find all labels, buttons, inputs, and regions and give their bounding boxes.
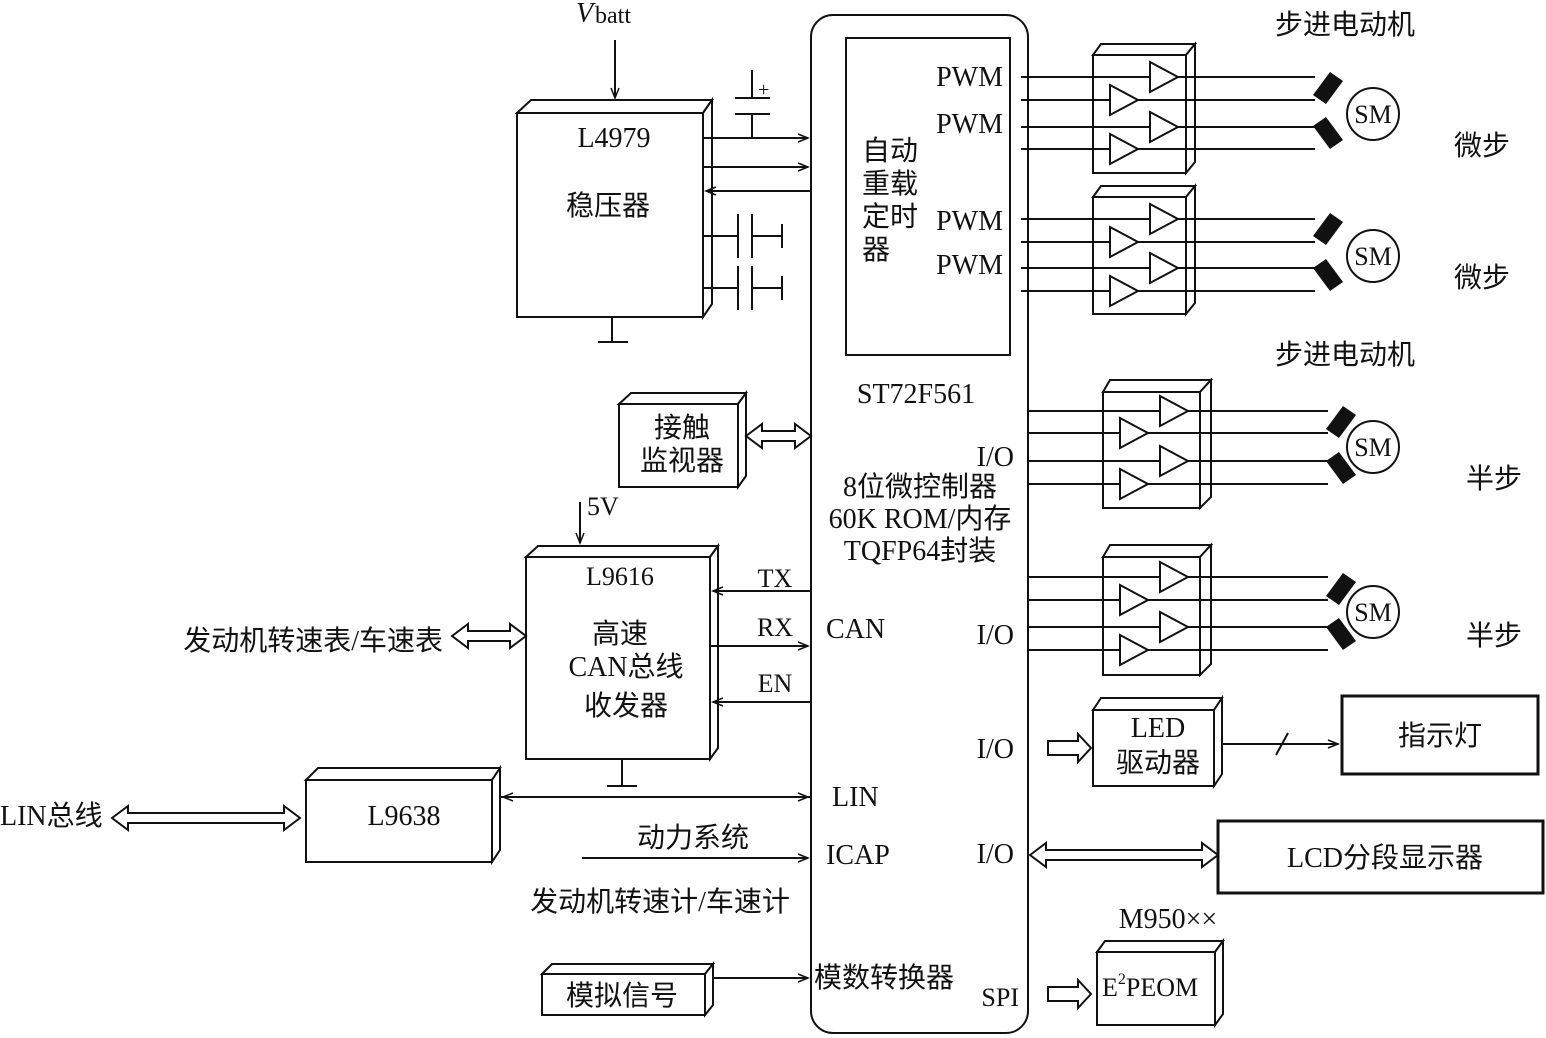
lin-label: LIN [832,782,879,813]
indicator-label: 指示灯 [1398,720,1482,752]
pwm-label-2: PWM [936,109,1003,140]
can-label: CAN [826,614,885,645]
en-label: EN [758,669,793,698]
cap-plus-sign: + [758,79,769,101]
lin-chip-label: L9638 [367,801,440,832]
stepper-motor-2 [1346,229,1400,283]
can-transceiver-line-3: 收发器 [584,690,668,722]
timer-label-1: 自动 [862,135,918,167]
motor-label-2: SM [1354,242,1392,271]
driver-box-2 [1091,183,1198,317]
contact-monitor-line-2: 监视器 [640,445,724,477]
mcu-desc-3: TQFP64封装 [844,535,996,567]
indicator-block [1340,694,1540,776]
led-hollow-arrow [1047,731,1093,765]
led-driver-line-1: LED [1131,713,1185,744]
led-driver-block [1091,694,1224,790]
io-label-2: I/O [977,620,1014,651]
tacho-can-bus-arrow [450,622,528,650]
can-transceiver-line-1: 高速 [592,618,648,650]
led-driver-line-2: 驱动器 [1116,748,1200,779]
adc-label: 模数转换器 [814,962,954,994]
pwm-label-4: PWM [936,250,1003,281]
can-transceiver-line-2: CAN总线 [568,651,683,683]
can-transceiver-part: L9616 [586,562,654,591]
spi-label: SPI [981,983,1019,1012]
mode-label-2: 微步 [1454,262,1510,294]
io-label-1: I/O [977,442,1014,473]
stepper-title-2: 步进电动机 [1275,339,1415,371]
lin-bus-label: LIN总线 [0,800,103,832]
lcd-block [1216,819,1545,895]
vbatt-label: V [576,0,596,29]
spi-hollow-arrow [1047,977,1093,1011]
lin-bus-arrow [110,804,302,832]
mcu-desc-1: 8位微控制器 [843,471,997,503]
motor-label-1: SM [1354,100,1392,129]
stepper-motor-1 [1346,87,1400,141]
io-label-4: I/O [977,839,1014,870]
regulator-name: 稳压器 [566,190,650,222]
contact-monitor-block [616,389,748,491]
analog-block [539,961,716,1018]
stepper-motor-3 [1346,420,1400,474]
motor-label-4: SM [1354,598,1392,627]
regulator-block [514,96,714,321]
rx-label: RX [757,613,793,642]
mcu-part: ST72F561 [857,379,975,410]
pwm-label-3: PWM [936,206,1003,237]
regulator-part: L4979 [577,123,650,154]
io-label-3: I/O [977,734,1014,765]
mode-label-4: 半步 [1466,620,1522,652]
eeprom-part: M950×× [1119,904,1217,935]
timer-label-2: 重载 [862,168,918,200]
eeprom-block [1095,937,1225,1029]
stepper-motor-4 [1346,585,1400,639]
tx-label: TX [758,564,793,593]
lcd-bus-arrow [1028,841,1220,869]
analog-label: 模拟信号 [566,980,678,1012]
tacho-can-label: 发动机转速表/车速表 [183,625,443,657]
contact-monitor-line-1: 接触 [654,412,710,444]
stepper-title-1: 步进电动机 [1275,9,1415,41]
timer-label-3: 定时 [862,201,918,233]
mode-label-1: 微步 [1454,130,1510,162]
vbatt-subscript: batt [595,3,631,29]
timer-label-4: 器 [862,235,890,266]
can-supply-label: 5V [587,492,619,521]
driver-box-1 [1091,41,1198,176]
pwm-label-1: PWM [936,62,1003,93]
lcd-label: LCD分段显示器 [1287,842,1483,874]
powertrain-label: 动力系统 [637,822,749,854]
eeprom-label: E2PEOM [1102,971,1198,1002]
mode-label-3: 半步 [1466,463,1522,495]
lin-chip-block [303,764,502,866]
timer-block [845,37,1011,356]
icap-label: ICAP [826,840,890,871]
motor-label-3: SM [1354,433,1392,462]
mcu-block [810,14,1029,1034]
tacho-icap-label: 发动机转速计/车速计 [530,886,790,918]
mcu-desc-2: 60K ROM/内存 [829,503,1012,535]
contact-monitor-bus-arrow [744,422,813,450]
